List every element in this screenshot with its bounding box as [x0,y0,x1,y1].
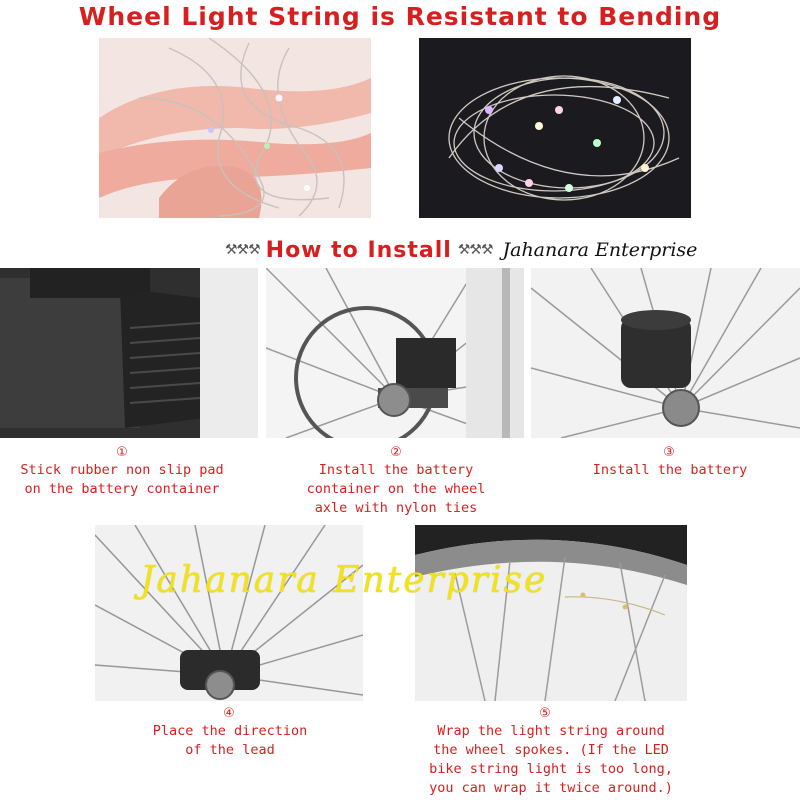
photo-step4-lead-direction [95,525,363,701]
step-caption: Wrap the light string around the wheel s… [405,722,697,798]
step-caption: Install the battery container on the whe… [266,461,526,518]
headline: Wheel Light String is Resistant to Bendi… [78,2,722,31]
caption-line: Install the battery [318,462,474,478]
photo-step1-battery-pad [0,268,258,438]
photo-step3-battery-installed [531,268,800,438]
install-banner: ⚒⚒⚒ How to Install ⚒⚒⚒ Jahanara Enterpri… [225,234,800,266]
step-caption: Stick rubber non slip pad on the battery… [0,461,244,499]
brand-name: Jahanara Enterprise [502,239,698,261]
step-caption: Install the battery [540,461,800,480]
caption-line: bike string light is too long, [429,761,673,777]
tools-icon: ⚒⚒⚒ [457,242,494,258]
step-caption: Place the direction of the lead [110,722,350,760]
caption-line: axle with nylon ties [314,500,478,516]
photo-coiled-light-string [419,38,691,218]
caption-line: you can wrap it twice around.) [429,780,673,796]
caption-line: Place the direction [152,723,308,739]
step-number: ④ [223,706,235,721]
caption-line: of the lead [185,742,275,758]
tools-icon: ⚒⚒⚒ [225,242,261,258]
caption-line: container on the wheel [306,481,486,497]
caption-line: Stick rubber non slip pad [20,462,224,478]
step-number: ③ [663,445,675,460]
caption-line: the wheel spokes. (If the LED [433,742,669,758]
step-number: ⑤ [539,706,551,721]
photo-step2-container-axle [266,268,524,438]
step-number: ② [390,445,402,460]
caption-line: Install the battery [592,462,748,478]
step-number: ① [116,445,128,460]
photo-step5-wrap-spokes [415,525,687,701]
photo-hand-holding-string [99,38,371,218]
caption-line: on the battery container [24,481,220,497]
watermark: Jahanara Enterprise [140,560,548,601]
caption-line: Wrap the light string around [437,723,665,739]
install-title: How to Install [265,237,452,263]
